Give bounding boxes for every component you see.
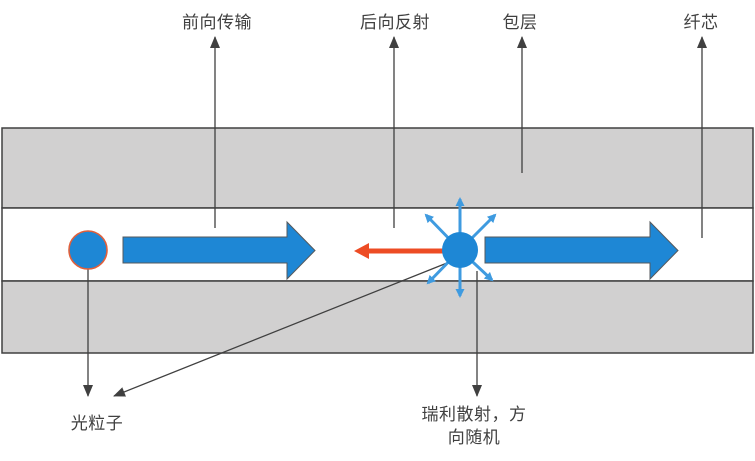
scatter-to-particle-pointer-line [113,262,448,397]
cladding-label: 包层 [502,13,538,32]
rayleigh-scattering-label: 瑞利散射，方 向随机 [421,405,527,447]
photon-circle [68,230,108,270]
light-particle-label: 光粒子 [70,414,124,433]
cladding-bottom-band [1,280,754,354]
forward-transmission-label: 前向传输 [182,13,252,32]
fiber-core-label: 纤芯 [683,13,719,32]
cladding-top-band [1,127,754,209]
back-reflection-arrow [354,243,447,259]
transmitted-light-arrow [484,220,679,281]
backward-reflection-label: 后向反射 [360,13,430,32]
scatter-center-circle [442,232,478,268]
forward-light-arrow [122,220,316,281]
